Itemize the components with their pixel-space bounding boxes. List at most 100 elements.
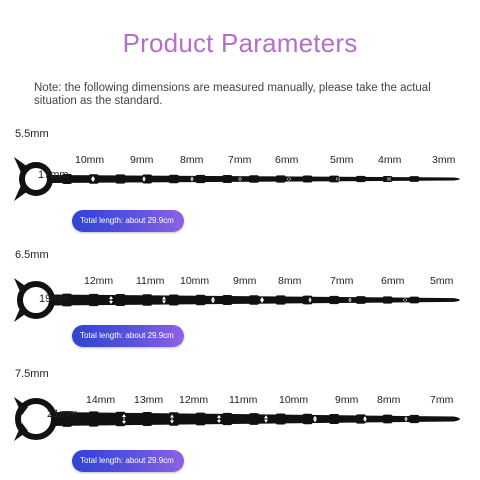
rod-segment <box>195 174 206 184</box>
segment-marker <box>170 414 174 424</box>
total-length-badge: Total length: about 29.9cm <box>72 325 184 347</box>
rod-segment <box>115 294 126 306</box>
rod-segment <box>382 175 393 183</box>
rod-segment <box>302 175 313 183</box>
segment-marker <box>162 296 166 304</box>
rod-segment <box>142 411 153 427</box>
segment-label: 6mm <box>275 154 299 166</box>
rod-segment <box>275 295 286 305</box>
segment-label: 13mm <box>134 394 164 406</box>
segment-label: 7mm <box>330 275 354 287</box>
rod-segment <box>142 294 153 306</box>
segment-label: 11mm <box>229 394 258 406</box>
segment-marker <box>348 297 352 303</box>
segment-label: 5mm <box>330 154 354 166</box>
inner-diameter-label: 21mm <box>47 408 78 420</box>
segment-label: 7mm <box>430 394 454 406</box>
total-length-badge: Total length: about 29.9cm <box>72 450 184 472</box>
rod-segment <box>275 413 286 425</box>
segment-label: 3mm <box>432 154 456 166</box>
segment-marker <box>190 176 194 182</box>
segment-label: 7mm <box>228 154 252 166</box>
segment-label: 8mm <box>278 275 302 287</box>
rod-segment <box>168 412 179 426</box>
segment-marker <box>264 415 268 423</box>
segment-label: 8mm <box>377 394 401 406</box>
segment-marker <box>217 414 221 424</box>
segment-marker <box>122 414 126 424</box>
segment-marker <box>287 176 291 182</box>
rod-segment <box>195 294 206 306</box>
rod-segment <box>355 175 366 183</box>
segment-marker <box>142 176 146 182</box>
segment-label: 10mm <box>75 154 105 166</box>
segment-labels: 10mm 9mm 8mm 7mm 6mm 5mm 4mm 3mm <box>0 154 480 168</box>
rod-segment <box>329 414 340 424</box>
segment-label: 10mm <box>180 275 210 287</box>
rod-segment <box>62 411 72 427</box>
rod-segment <box>222 175 233 183</box>
rod-segment <box>409 296 420 304</box>
inner-diameter-label: 17mm <box>38 169 69 181</box>
rod-segment <box>275 175 286 183</box>
rod-segment <box>302 295 313 305</box>
segment-labels: 14mm 13mm 12mm 11mm 10mm 9mm 8mm 7mm <box>0 394 480 408</box>
rod-segment <box>62 174 72 184</box>
segment-label: 5mm <box>430 275 454 287</box>
rod-segment <box>355 414 366 424</box>
segment-marker <box>109 296 113 304</box>
rod-segment <box>222 412 233 426</box>
rod-segment <box>168 294 179 306</box>
rod-illustration-large <box>14 397 460 441</box>
segment-label: 9mm <box>233 275 257 287</box>
rod-segment <box>249 413 259 425</box>
ring-thickness-label: 7.5mm <box>15 368 49 380</box>
rod-segment <box>88 411 99 427</box>
segment-label: 9mm <box>335 394 359 406</box>
segment-label: 14mm <box>86 394 116 406</box>
segment-label: 6mm <box>381 275 405 287</box>
segment-marker <box>363 416 367 422</box>
inner-diameter-label: 19mm <box>39 293 70 305</box>
segment-marker <box>211 296 215 304</box>
measurement-note: Note: the following dimensions are measu… <box>34 82 431 107</box>
rod-segment <box>329 175 340 183</box>
segment-labels: 12mm 11mm 10mm 9mm 8mm 7mm 6mm 5mm <box>0 275 480 289</box>
segment-label: 12mm <box>179 394 209 406</box>
segment-label: 11mm <box>136 275 165 287</box>
rod-segment <box>195 412 206 426</box>
rod-segment <box>115 174 126 184</box>
rod-segment <box>409 414 420 424</box>
segment-label: 9mm <box>130 154 154 166</box>
rod-illustration-medium <box>14 278 460 322</box>
segment-label: 10mm <box>279 394 309 406</box>
segment-label: 12mm <box>84 275 114 287</box>
rod-segment <box>168 174 179 184</box>
rod-segment <box>115 411 126 427</box>
product-spec-small: 5.5mm 17mm 10mm 9mm 8mm 7mm 6mm 5mm 4mm … <box>0 124 480 234</box>
segment-marker <box>91 175 95 183</box>
rod-segment <box>222 294 233 306</box>
segment-label: 4mm <box>378 154 402 166</box>
rod-segment <box>88 293 99 307</box>
segment-marker <box>336 177 340 181</box>
rod-segment <box>382 296 393 304</box>
segment-marker <box>238 176 242 182</box>
product-spec-large: 7.5mm 21mm 14mm 13mm 12mm 11mm 10mm 9mm … <box>0 364 480 474</box>
rod-segment <box>249 175 259 183</box>
rod-segment <box>88 174 99 184</box>
ring-thickness-label: 6.5mm <box>15 249 49 261</box>
rod-segment <box>62 293 72 307</box>
rod-segment <box>302 413 313 425</box>
ring <box>19 162 53 196</box>
segment-marker <box>260 297 264 303</box>
total-length-badge: Total length: about 29.9cm <box>72 210 184 232</box>
segment-marker <box>403 298 407 302</box>
rod-segment <box>382 414 393 424</box>
product-spec-medium: 6.5mm 19mm 12mm 11mm 10mm 9mm 8mm 7mm 6m… <box>0 245 480 355</box>
rod-segment <box>142 174 153 184</box>
rod-segment <box>409 176 420 182</box>
segment-marker <box>387 177 391 181</box>
segment-label: 8mm <box>180 154 204 166</box>
page-title: Product Parameters <box>122 28 358 58</box>
